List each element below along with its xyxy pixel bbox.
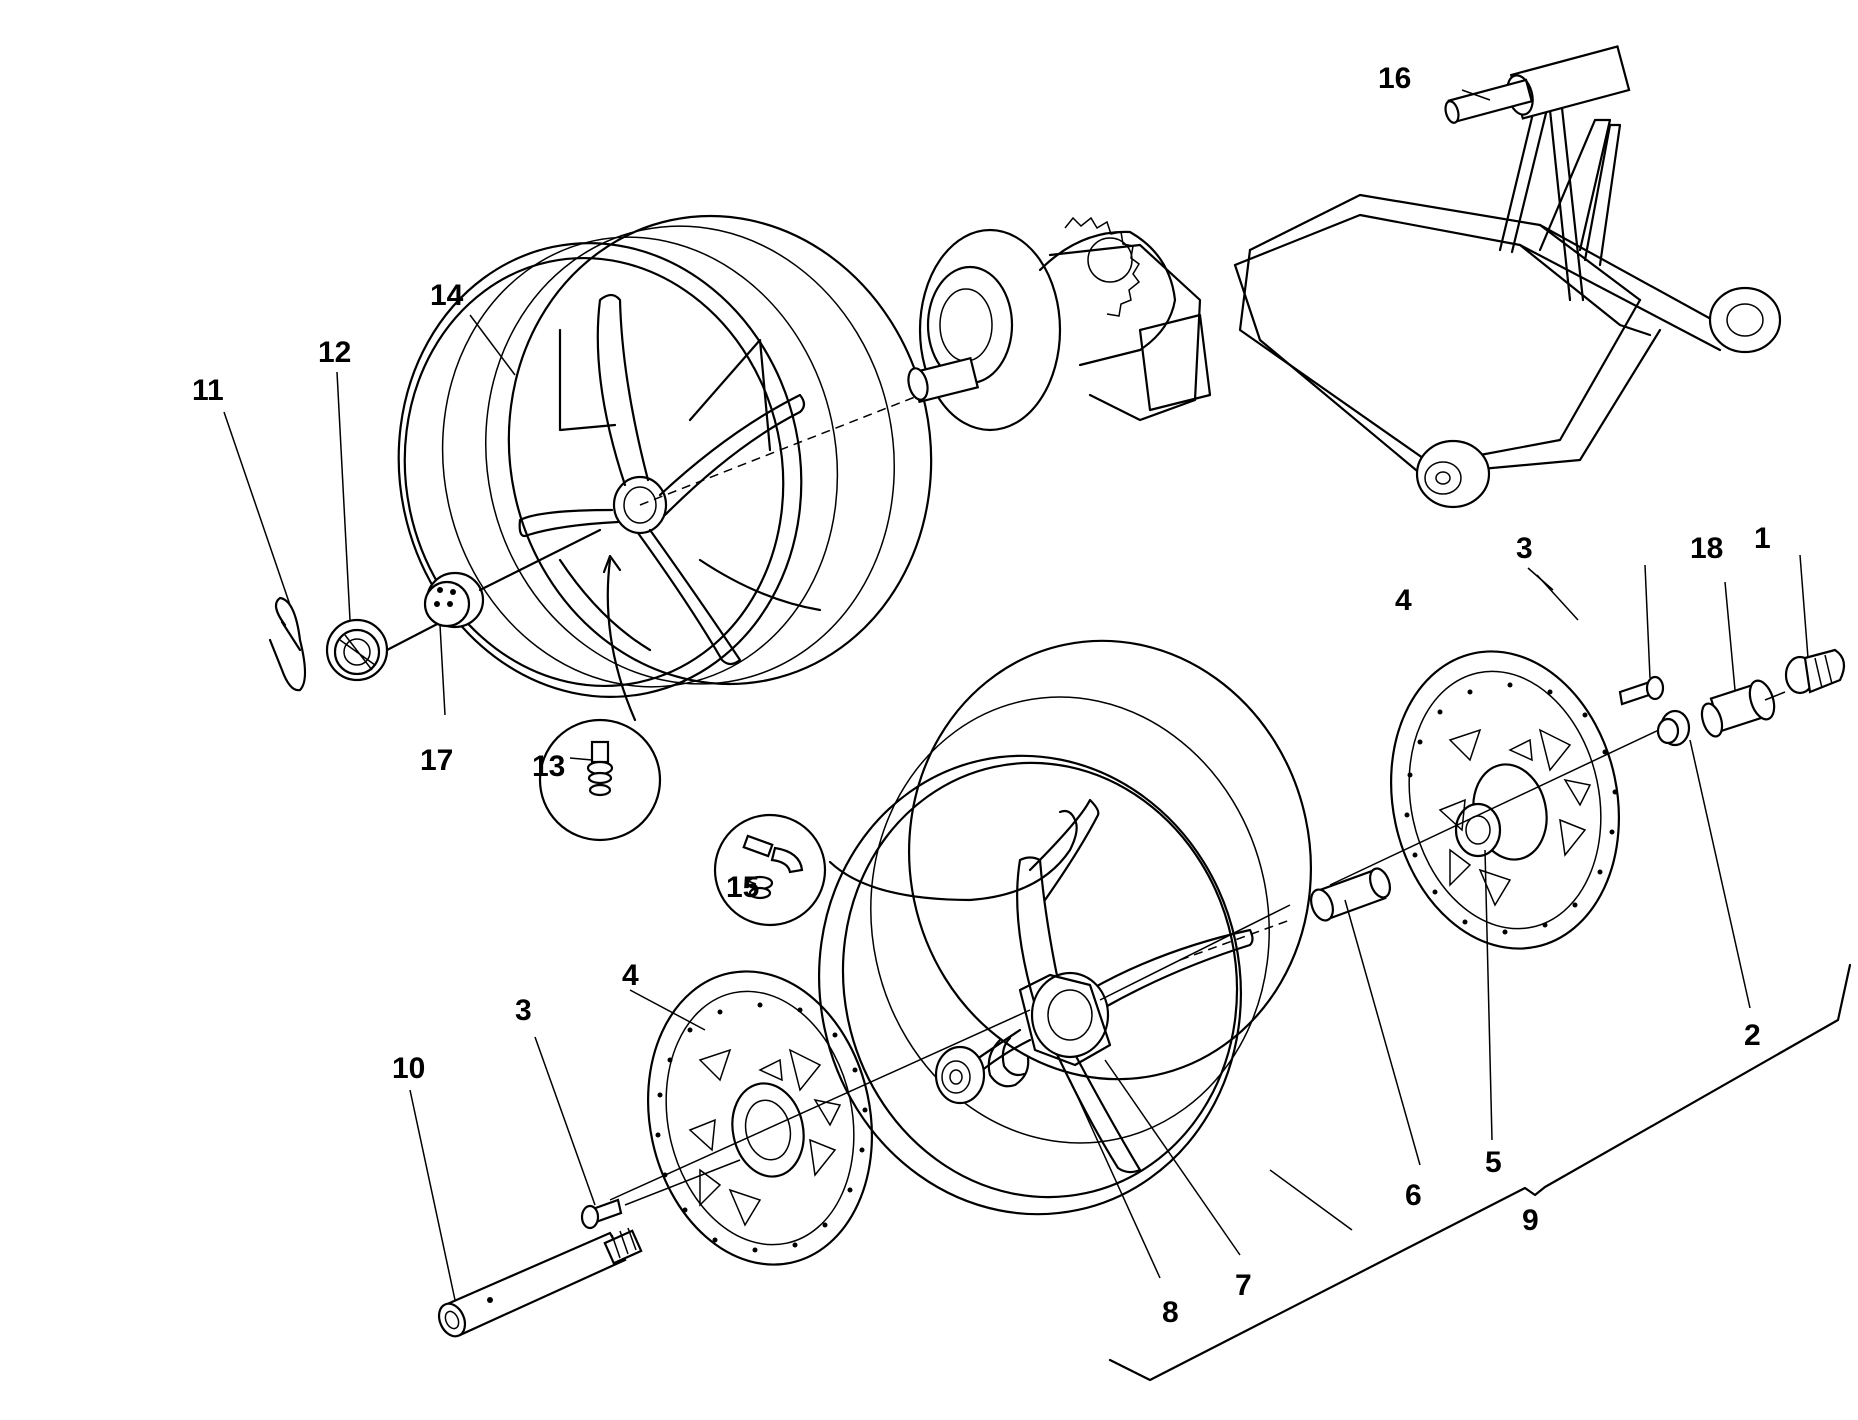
front-left-brake-disc [646,970,874,1266]
callout-8: 8 [1162,1296,1179,1329]
front-wheel [817,639,1313,1216]
valve-inset-13 [538,554,662,842]
front-axle-parts [580,648,1846,1230]
callout-17: 17 [420,744,453,777]
rear-wheel [397,214,933,698]
callout-16: 16 [1378,62,1411,95]
castle-nut-12 [325,618,389,682]
split-pin-11 [268,596,307,692]
callout-10: 10 [392,1052,425,1085]
paddock-stand [1233,45,1782,509]
callout-3-lower: 3 [515,994,532,1027]
callout-3-upper: 3 [1516,532,1533,565]
callout-11: 11 [192,374,224,407]
callout-1: 1 [1754,522,1771,555]
callout-labels: 1 2 3 3 4 4 5 6 7 8 9 10 11 12 13 14 15 … [192,62,1771,1329]
callout-4-upper: 4 [1395,584,1412,617]
callout-15: 15 [726,871,759,904]
front-axle-10 [437,1227,643,1338]
callout-18: 18 [1690,532,1723,565]
front-right-brake-disc [1389,650,1621,950]
callout-13: 13 [532,750,565,783]
callout-12: 12 [318,336,351,369]
callout-2: 2 [1744,1019,1761,1052]
callout-9: 9 [1522,1204,1539,1237]
leader-lines [223,89,1852,1382]
callout-4-lower: 4 [622,959,639,992]
callout-5: 5 [1485,1146,1502,1179]
rear-hub-assembly [907,216,1212,432]
callout-7: 7 [1235,1269,1252,1302]
valve-inset-15 [713,809,1078,927]
hub-cap-17 [385,528,602,652]
callout-14: 14 [430,279,464,312]
callout-6: 6 [1405,1179,1422,1212]
